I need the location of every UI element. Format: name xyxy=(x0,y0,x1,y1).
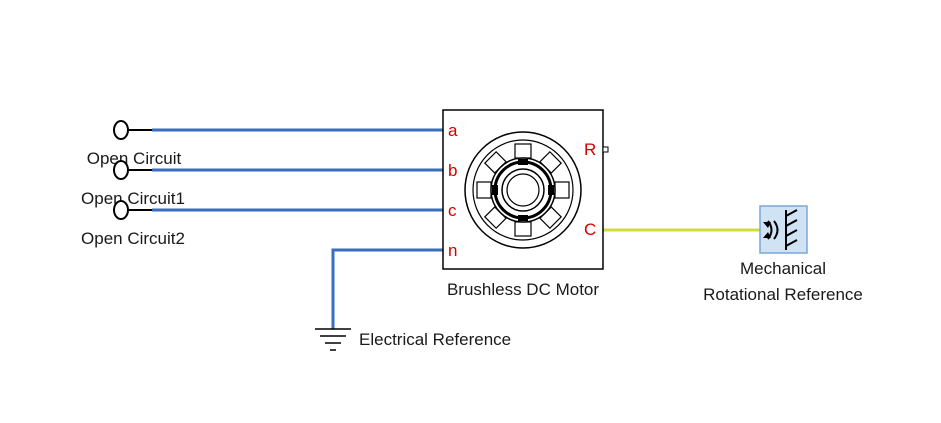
open-circuit2-label: Open Circuit2 xyxy=(81,229,185,248)
mechanical-reference-block[interactable]: Mechanical Rotational Reference xyxy=(703,205,863,304)
ground-icon xyxy=(315,328,351,351)
mechanical-rotational-reference-icon xyxy=(759,205,808,254)
mechanical-reference-label-line2: Rotational Reference xyxy=(703,285,863,304)
electrical-reference-block[interactable]: Electrical Reference xyxy=(315,328,511,351)
bldc-motor-icon xyxy=(464,131,582,249)
open-circuit-block[interactable]: Open Circuit xyxy=(87,120,182,168)
brushless-dc-motor-block[interactable]: a b c n R C Brushless DC Motor xyxy=(442,109,609,299)
port-label-R: R xyxy=(584,140,596,159)
open-circuit-label: Open Circuit xyxy=(87,149,182,168)
port-label-c: c xyxy=(448,201,457,220)
port-label-b: b xyxy=(448,161,457,180)
port-label-n: n xyxy=(448,241,457,260)
port-label-C: C xyxy=(584,220,596,239)
electrical-reference-label: Electrical Reference xyxy=(359,330,511,349)
port-label-a: a xyxy=(448,121,458,140)
motor-block-label: Brushless DC Motor xyxy=(447,280,599,299)
open-circuit1-block[interactable]: Open Circuit1 xyxy=(81,160,185,208)
open-circuit-terminal-icon xyxy=(113,160,152,180)
open-circuit-terminal-icon xyxy=(113,200,152,220)
open-circuit-terminal-icon xyxy=(113,120,152,140)
wire-n-to-ground[interactable] xyxy=(331,248,443,329)
open-circuit2-block[interactable]: Open Circuit2 xyxy=(81,200,185,248)
electrical-wires xyxy=(152,128,443,329)
mechanical-reference-label-line1: Mechanical xyxy=(740,259,826,278)
open-circuit1-label: Open Circuit1 xyxy=(81,189,185,208)
motor-port-markers xyxy=(602,146,609,153)
